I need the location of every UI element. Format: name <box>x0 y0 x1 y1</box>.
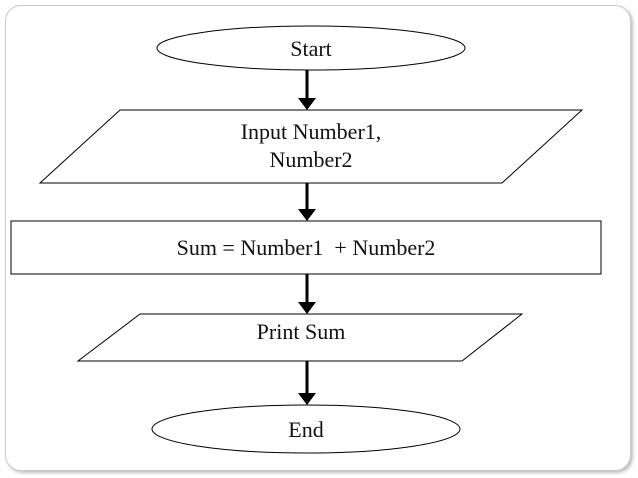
input-label-line2: Number2 <box>269 147 352 172</box>
input-parallelogram <box>38 109 584 184</box>
start-terminator <box>156 25 466 71</box>
output-parallelogram <box>76 313 524 362</box>
output-label: Print Sum <box>257 319 346 344</box>
arrow-process-to-output <box>298 274 316 314</box>
input-label-line1: Input Number1, <box>241 119 382 144</box>
process-label: Sum = Number1 + Number2 <box>177 235 436 260</box>
arrow-output-to-end <box>298 361 316 405</box>
arrow-start-to-input <box>298 70 316 110</box>
start-label: Start <box>290 36 332 61</box>
end-label: End <box>288 417 323 442</box>
process-box <box>10 220 602 275</box>
arrow-input-to-process <box>298 183 316 221</box>
end-terminator <box>151 404 461 454</box>
